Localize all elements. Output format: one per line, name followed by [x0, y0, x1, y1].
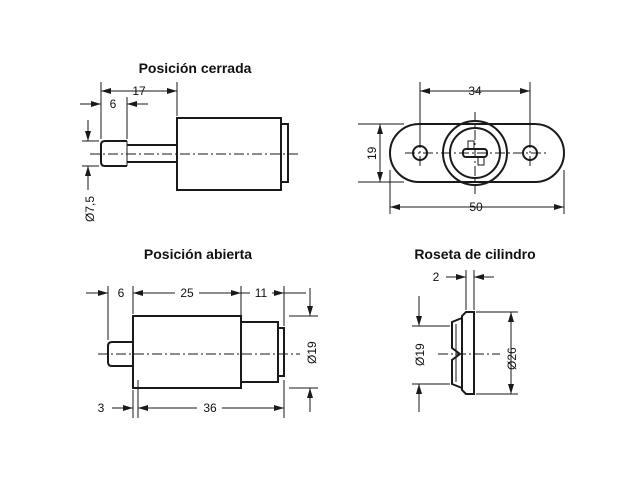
rosette-dim-19: 19 — [365, 146, 379, 160]
closed-dim-diameter: Ø7,5 — [83, 196, 97, 222]
rosette-front-view: 34 19 50 — [358, 82, 565, 214]
open-dim-3: 3 — [98, 401, 105, 415]
open-dim-11: 11 — [255, 286, 268, 300]
closed-pin — [100, 140, 127, 167]
key-pin-top — [467, 140, 475, 150]
rosette-dim-50: 50 — [469, 200, 483, 214]
rosette-dim-34: 34 — [468, 84, 482, 98]
open-dim-6: 6 — [118, 286, 125, 300]
closed-position-title: Posición cerrada — [139, 60, 252, 76]
closed-dim-6: 6 — [110, 97, 117, 111]
open-dim-25: 25 — [180, 286, 194, 300]
open-cylinder-plug — [240, 321, 279, 383]
key-pin-bottom — [477, 156, 485, 166]
rosette-side-view: 2 Ø19 Ø26 — [412, 270, 519, 412]
rosette-dim-diameter-19: Ø19 — [413, 343, 427, 366]
open-dim-36: 36 — [203, 401, 217, 415]
closed-cylinder-rim — [280, 123, 289, 183]
open-position-view: 6 25 11 Ø19 3 36 — [86, 286, 319, 418]
rosette-collar — [451, 317, 463, 389]
rosette-flange — [461, 311, 475, 395]
rosette-title: Roseta de cilindro — [414, 246, 535, 262]
rosette-dim-2: 2 — [433, 270, 440, 284]
closed-position-view: 17 6 Ø7,5 — [80, 82, 300, 222]
open-cylinder-rim — [277, 327, 285, 377]
closed-dim-17: 17 — [132, 84, 146, 98]
rosette-dim-diameter-26: Ø26 — [505, 347, 519, 370]
open-position-title: Posición abierta — [144, 246, 252, 262]
open-dim-diameter: Ø19 — [305, 341, 319, 364]
open-cylinder-body — [132, 315, 242, 389]
